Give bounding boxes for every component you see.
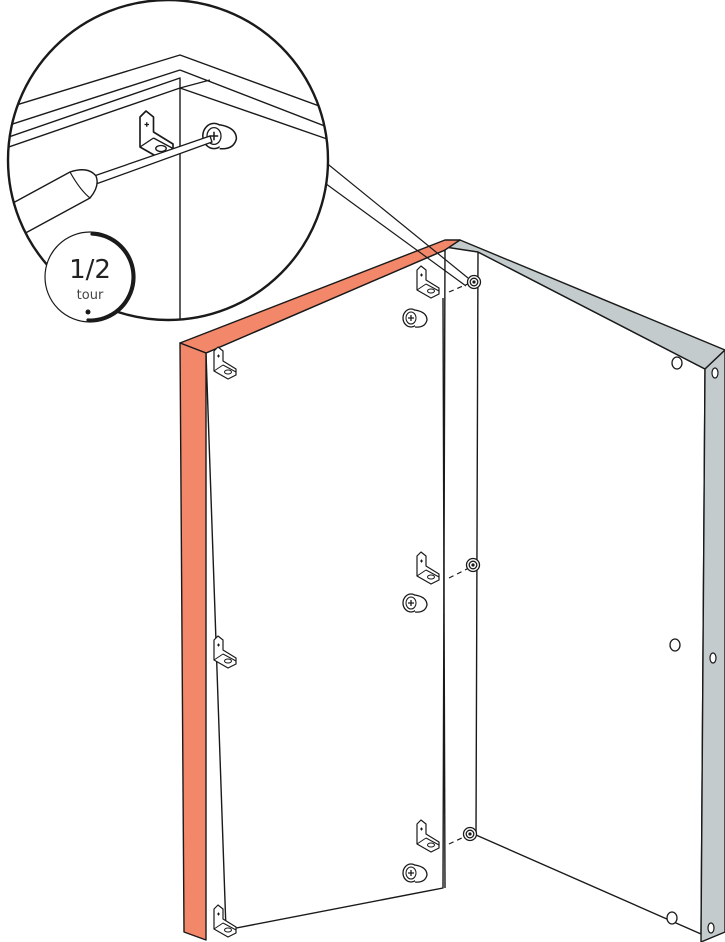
hole-icon	[666, 911, 678, 925]
side-panel-front-edge	[700, 349, 725, 942]
zoom-leader-lines	[307, 147, 469, 287]
panel-joint-line	[442, 297, 446, 889]
turn-arrow-icon	[86, 232, 135, 322]
turn-arrow-end-icon	[85, 309, 91, 315]
side-panel-inner-face	[475, 251, 706, 935]
hole-icon	[711, 367, 719, 379]
screw-head-icon	[466, 274, 482, 290]
hole-icon	[671, 356, 683, 370]
screw-head-icon	[462, 826, 478, 842]
turn-unit-label: tour	[77, 288, 104, 303]
screw-head-icon	[465, 557, 481, 573]
hole-icon	[707, 922, 715, 934]
corner-bracket-icon	[139, 110, 174, 160]
zoom-circle-border	[6, 0, 330, 322]
turn-fraction-label: 1/2	[69, 255, 111, 285]
back-panel	[179, 239, 461, 941]
screw-guides	[448, 282, 471, 845]
hole-icon	[709, 652, 717, 664]
back-panel-side-edge	[179, 342, 207, 941]
turn-badge: 1/2 tour	[44, 231, 136, 323]
side-panel-face	[443, 252, 478, 888]
side-panel	[443, 239, 725, 942]
hole-icon	[669, 638, 681, 652]
screwdriver-icon	[8, 135, 213, 237]
back-panel-face	[205, 249, 446, 931]
